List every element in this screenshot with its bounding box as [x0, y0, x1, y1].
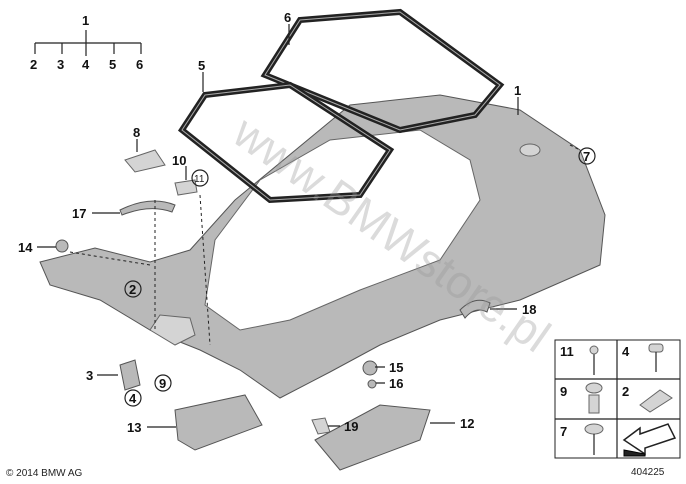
- hierarchy-tree: 1 2 3 4 5 6: [30, 13, 143, 72]
- callout-4: 4: [129, 391, 137, 406]
- callouts: 6 5 1 7 8 10 11 17 14 2 18 3 9 4 15 16 1…: [18, 10, 596, 435]
- arrow-icon: [622, 423, 677, 456]
- part-15: [362, 360, 378, 376]
- callout-5: 5: [198, 58, 205, 73]
- callout-12: 12: [460, 416, 474, 431]
- table-cell-2: 2: [622, 384, 629, 399]
- part-19: [311, 417, 331, 435]
- callout-8: 8: [133, 125, 140, 140]
- callout-10: 10: [172, 153, 186, 168]
- callout-2: 2: [129, 282, 136, 297]
- clip-nut-icon: [639, 389, 673, 413]
- callout-13: 13: [127, 420, 141, 435]
- clip-icon: [585, 382, 603, 394]
- callout-16: 16: [389, 376, 403, 391]
- tree-child: 4: [82, 57, 90, 72]
- callout-11: 11: [194, 174, 205, 185]
- table-cell-9: 9: [560, 384, 567, 399]
- callout-3: 3: [86, 368, 93, 383]
- callout-17: 17: [72, 206, 86, 221]
- tree-child: 2: [30, 57, 37, 72]
- push-clip-icon: [584, 423, 604, 435]
- seal-5: [177, 81, 395, 204]
- callout-18: 18: [522, 302, 536, 317]
- table-cell-7: 7: [560, 424, 567, 439]
- callout-6: 6: [284, 10, 291, 25]
- tree-child: 3: [57, 57, 64, 72]
- tree-child: 6: [136, 57, 143, 72]
- screw-icon: [648, 343, 664, 353]
- sun-visor-12: [314, 404, 431, 471]
- callout-19: 19: [344, 419, 358, 434]
- grab-handle-18: [459, 299, 491, 319]
- part-16: [367, 379, 377, 389]
- seal-6: [260, 8, 505, 134]
- copyright: © 2014 BMW AG: [6, 468, 83, 479]
- table-cell-11: 11: [560, 344, 574, 359]
- part-10: [174, 179, 198, 196]
- headliner: [39, 94, 606, 399]
- table-cell-4: 4: [622, 344, 630, 359]
- callout-9: 9: [159, 376, 166, 391]
- tree-root: 1: [82, 13, 89, 28]
- part-8: [124, 149, 166, 173]
- diagram-number: 404225: [631, 467, 665, 478]
- callout-7: 7: [583, 149, 590, 164]
- part-3: [119, 359, 141, 391]
- callout-1: 1: [514, 83, 521, 98]
- parts-table: 11 4 9 2 7: [554, 339, 681, 459]
- callout-14: 14: [18, 240, 33, 255]
- sun-visor-13: [174, 394, 263, 451]
- part-14: [55, 239, 69, 253]
- callout-15: 15: [389, 360, 403, 375]
- grab-handle-17: [119, 200, 176, 216]
- tree-child: 5: [109, 57, 116, 72]
